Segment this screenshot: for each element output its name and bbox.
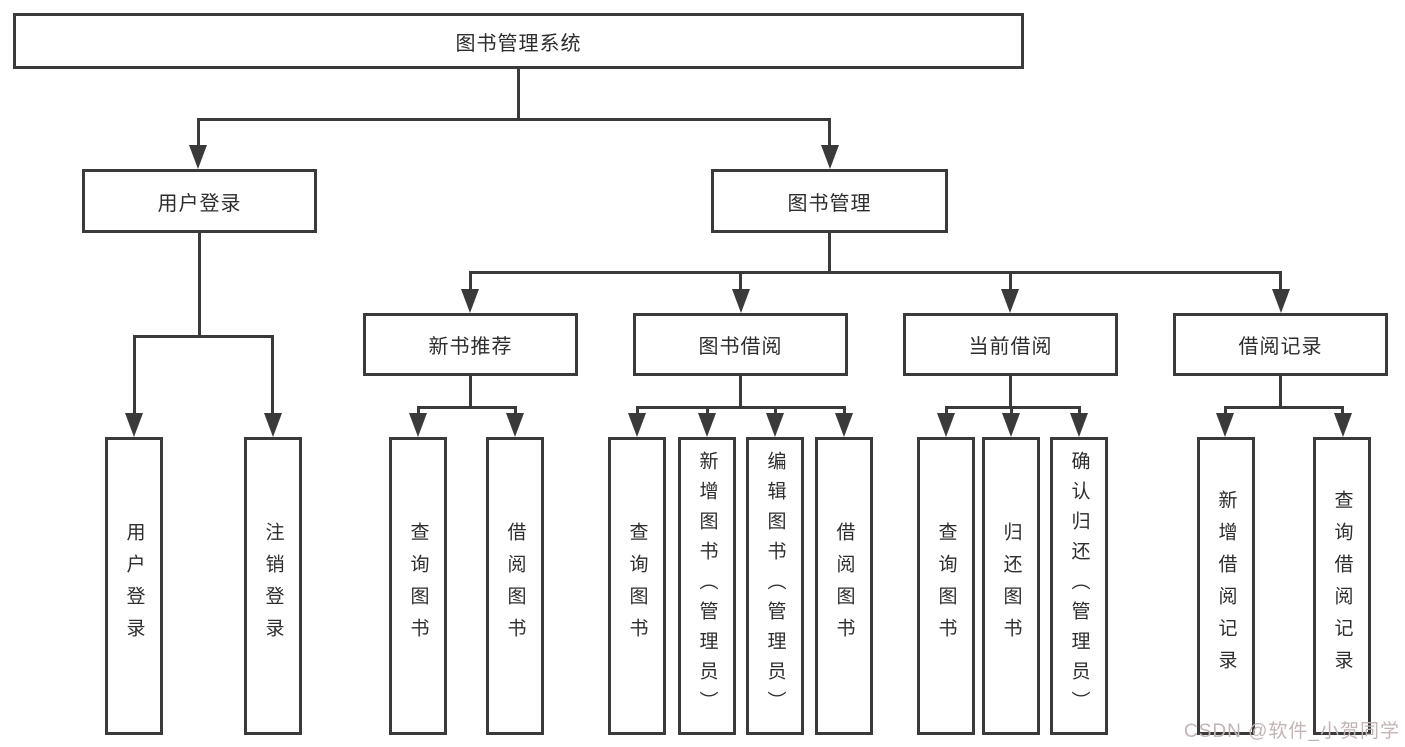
- arrowhead-down-icon: [506, 413, 524, 437]
- connector-vline: [739, 376, 742, 406]
- arrowhead-down-icon: [189, 145, 207, 169]
- arrowhead-down-icon: [1070, 413, 1088, 437]
- arrowhead-down-icon: [1272, 289, 1290, 313]
- connector-vline: [739, 271, 742, 291]
- node-label: 查询借阅记录: [1331, 490, 1353, 682]
- arrowhead-down-icon: [125, 413, 143, 437]
- leaf-query-borrow-record: 查询借阅记录: [1313, 437, 1371, 735]
- connector-vline: [1279, 376, 1282, 406]
- leaf-query-books-current: 查询图书: [917, 437, 975, 735]
- leaf-query-books-recommend: 查询图书: [389, 437, 447, 735]
- csdn-watermark: CSDN @软件_小贺同学: [1184, 721, 1400, 742]
- node-label: 用户登录: [123, 522, 145, 650]
- connector-vline: [1224, 406, 1227, 416]
- arrowhead-down-icon: [937, 413, 955, 437]
- connector-vline: [945, 406, 948, 416]
- connector-vline: [843, 406, 846, 416]
- leaf-logout-login: 注销登录: [244, 437, 302, 735]
- node-label: 图书借阅: [698, 336, 783, 358]
- connector-vline: [514, 406, 517, 416]
- arrowhead-down-icon: [732, 289, 750, 313]
- connector-vline: [828, 233, 831, 271]
- leaf-query-books-borrowing: 查询图书: [608, 437, 666, 735]
- arrowhead-down-icon: [628, 413, 646, 437]
- node-label: 查询图书: [626, 522, 648, 650]
- arrowhead-down-icon: [766, 413, 784, 437]
- arrowhead-down-icon: [698, 413, 716, 437]
- leaf-borrow-books-recommend: 借阅图书: [486, 437, 544, 735]
- connector-vline: [1078, 406, 1081, 416]
- node-label: 新书推荐: [428, 336, 513, 358]
- arrowhead-down-icon: [461, 289, 479, 313]
- connector-vline: [198, 233, 201, 335]
- arrowhead-down-icon: [821, 145, 839, 169]
- node-label: 编辑图书（管理员）: [764, 451, 786, 721]
- connector-vline: [774, 406, 777, 416]
- connector-vline: [133, 335, 136, 415]
- node-label: 注销登录: [262, 522, 284, 650]
- connector-vline: [1009, 271, 1012, 291]
- node-current-borrowing: 当前借阅: [903, 313, 1118, 376]
- node-label: 借阅记录: [1238, 336, 1323, 358]
- connector-hline: [133, 335, 274, 338]
- connector-vline: [636, 406, 639, 416]
- node-borrowing-records: 借阅记录: [1173, 313, 1388, 376]
- connector-hline: [417, 406, 516, 409]
- connector-vline: [1341, 406, 1344, 416]
- node-label: 新增借阅记录: [1215, 490, 1237, 682]
- arrowhead-down-icon: [409, 413, 427, 437]
- connector-hline: [469, 271, 1282, 274]
- leaf-confirm-return-admin: 确认归还（管理员）: [1050, 437, 1108, 735]
- node-label: 借阅图书: [833, 522, 855, 650]
- connector-vline: [271, 335, 274, 415]
- leaf-return-book: 归还图书: [982, 437, 1040, 735]
- leaf-edit-book-admin: 编辑图书（管理员）: [746, 437, 804, 735]
- node-label: 查询图书: [935, 522, 957, 650]
- connector-vline: [1010, 406, 1013, 416]
- node-label: 确认归还（管理员）: [1068, 451, 1090, 721]
- node-root-library-management-system: 图书管理系统: [13, 13, 1024, 69]
- leaf-user-login: 用户登录: [105, 437, 163, 735]
- connector-hline: [197, 118, 831, 121]
- node-new-book-recommendation: 新书推荐: [363, 313, 578, 376]
- connector-hline: [1224, 406, 1344, 409]
- node-label: 归还图书: [1000, 522, 1022, 650]
- leaf-borrow-books-borrowing: 借阅图书: [815, 437, 873, 735]
- connector-vline: [517, 69, 520, 118]
- leaf-add-book-admin: 新增图书（管理员）: [678, 437, 736, 735]
- node-book-management: 图书管理: [711, 169, 948, 233]
- arrowhead-down-icon: [264, 413, 282, 437]
- arrowhead-down-icon: [1334, 413, 1352, 437]
- node-label: 查询图书: [407, 522, 429, 650]
- connector-vline: [706, 406, 709, 416]
- leaf-add-borrow-record: 新增借阅记录: [1197, 437, 1255, 735]
- arrowhead-down-icon: [835, 413, 853, 437]
- node-label: 借阅图书: [504, 522, 526, 650]
- connector-vline: [828, 118, 831, 148]
- connector-vline: [197, 118, 200, 148]
- arrowhead-down-icon: [1216, 413, 1234, 437]
- node-label: 用户登录: [157, 192, 242, 215]
- connector-vline: [1009, 376, 1012, 406]
- node-label: 当前借阅: [968, 336, 1053, 358]
- node-label: 图书管理: [787, 192, 872, 215]
- arrowhead-down-icon: [1001, 289, 1019, 313]
- arrowhead-down-icon: [1002, 413, 1020, 437]
- connector-vline: [1279, 271, 1282, 291]
- node-user-login: 用户登录: [82, 169, 317, 233]
- node-book-borrowing: 图书借阅: [633, 313, 848, 376]
- connector-vline: [417, 406, 420, 416]
- connector-vline: [469, 271, 472, 291]
- node-label: 图书管理系统: [455, 32, 582, 55]
- connector-hline: [636, 406, 845, 409]
- node-label: 新增图书（管理员）: [696, 451, 718, 721]
- connector-vline: [469, 376, 472, 406]
